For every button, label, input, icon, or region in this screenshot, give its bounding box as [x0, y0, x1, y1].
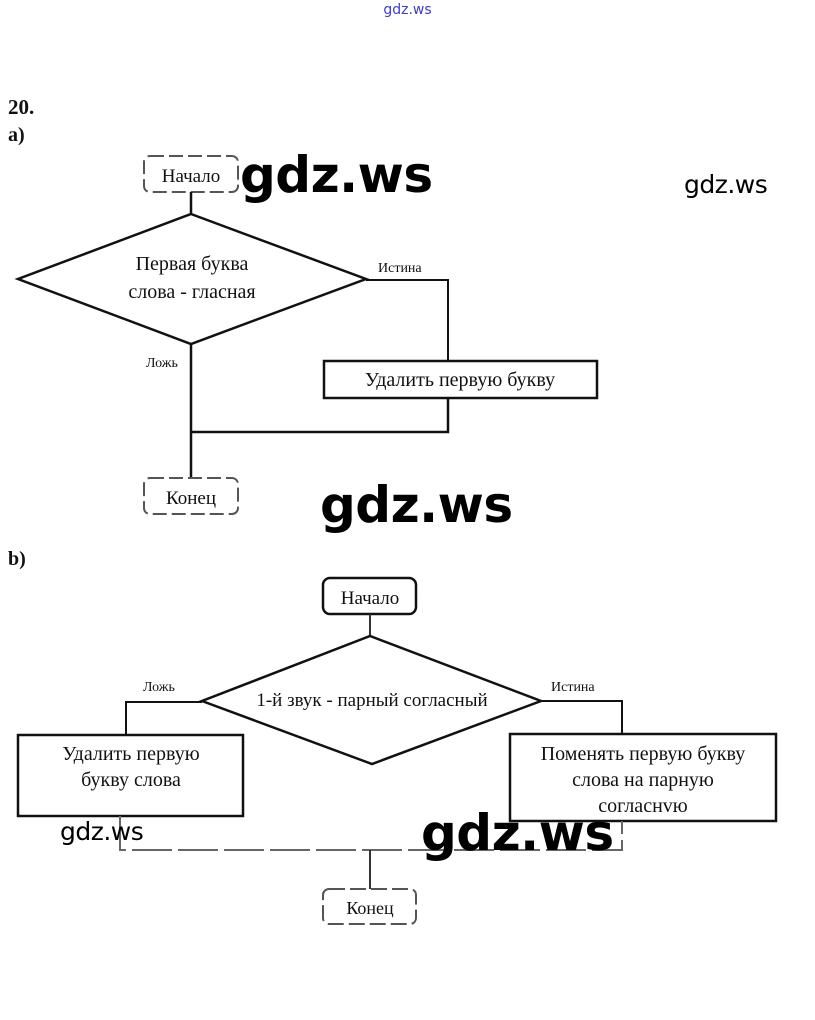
flowchart-b-start-text: Начало	[341, 588, 400, 609]
flowchart-b-false-action-line1: Удалить первую	[62, 743, 199, 765]
flowchart-a-start-text: Начало	[162, 166, 221, 187]
flowchart-a-end-text: Конец	[166, 488, 216, 509]
task-number: 20.	[8, 95, 35, 119]
flowchart-a-merge-connector	[191, 398, 450, 434]
watermark: gdz.ws	[320, 476, 513, 534]
flowchart-a-end-terminal	[143, 477, 239, 515]
flowchart-a-true-label: Истина	[378, 261, 422, 276]
flowchart-a-true-connector	[366, 279, 449, 361]
watermark: gdz.ws	[421, 804, 614, 862]
flowchart-b-false-action-box	[16, 733, 245, 818]
flowchart-b-false-connector	[125, 701, 202, 735]
flowchart-a-decision-text-line1: Первая буква	[136, 253, 249, 275]
flowchart-b-true-connector	[541, 700, 623, 734]
flowchart-b-true-action-line3: согласнvю	[598, 795, 688, 817]
flowchart-b-false-label: Ложь	[143, 680, 175, 695]
site-link[interactable]: gdz.ws	[383, 2, 432, 18]
watermark: gdz.ws	[240, 146, 433, 204]
flowchart-b-end-terminal	[322, 888, 417, 925]
flowchart-b-decision-text: 1-й звук - парный согласный	[256, 690, 487, 711]
flowchart-a-false-label: Ложь	[146, 356, 178, 371]
flowchart-a-decision-text-line2: слова - гласная	[128, 281, 255, 303]
flowchart-b-true-action-line1: Поменять первую букву	[541, 743, 746, 765]
flowchart-b-decision-diamond	[198, 634, 545, 766]
flowchart-b-false-action-line2: букву слова	[81, 769, 181, 791]
flowchart-a: Начало Первая буква слова - гласная Исти…	[14, 155, 599, 515]
part-b-label: b)	[8, 548, 26, 570]
flowchart-b-true-action-line2: слова на парную	[572, 769, 714, 791]
flowchart-a-decision-diamond	[14, 212, 370, 346]
flowchart-a-action-text: Удалить первую букву	[365, 369, 555, 391]
flowchart-a-action-box	[322, 359, 599, 400]
flowchart-b: Начало 1-й звук - парный согласный Ложь …	[16, 576, 778, 925]
part-a-label: a)	[8, 124, 25, 146]
flowchart-b-end-text: Конец	[346, 898, 394, 918]
watermark: gdz.ws	[684, 170, 768, 199]
watermark: gdz.ws	[60, 817, 144, 846]
flowchart-b-true-label: Истина	[551, 680, 595, 695]
flowchart-b-true-action-box	[508, 732, 778, 823]
